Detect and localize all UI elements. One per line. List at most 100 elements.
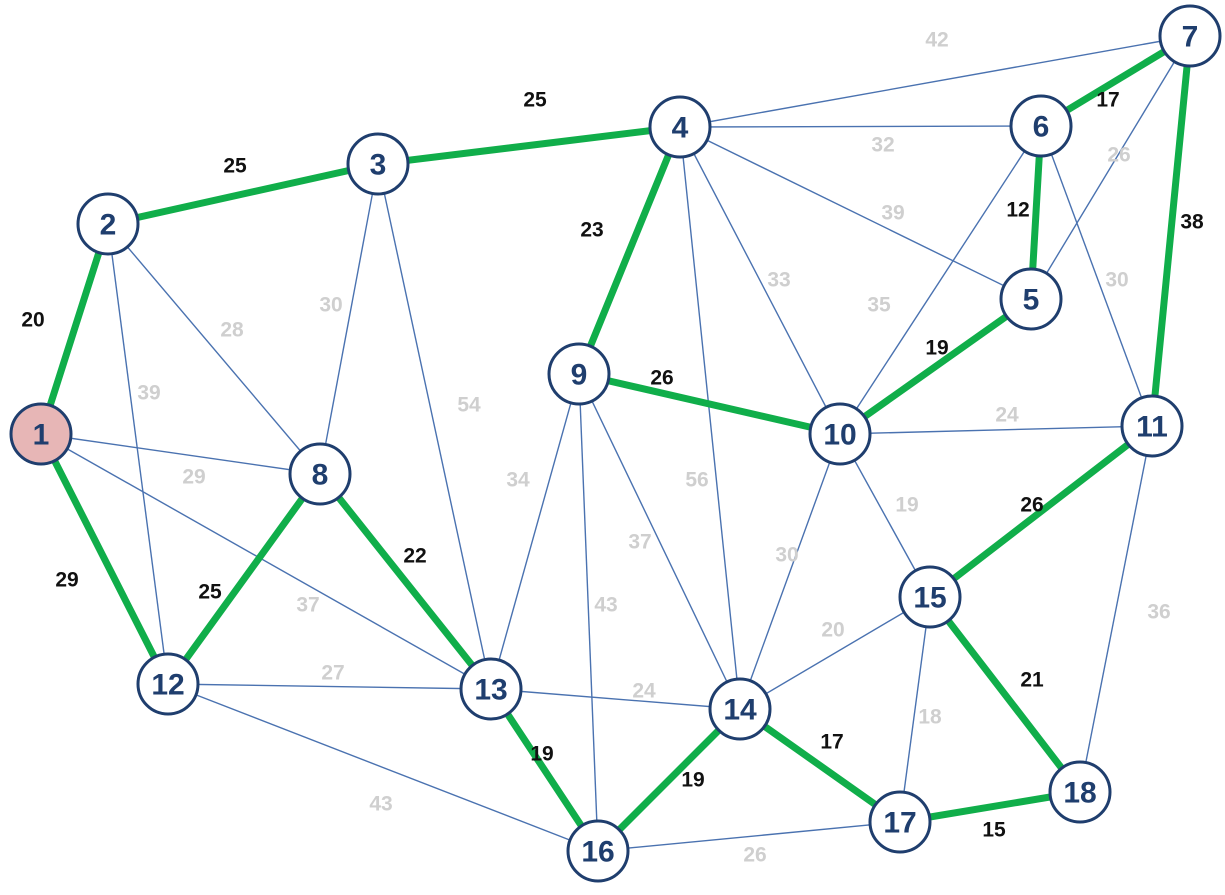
node-circle-4 [648, 95, 712, 159]
tree-edge-9-10 [575, 370, 844, 438]
edge-weight-3-13: 54 [457, 394, 481, 417]
node-15: 15 [898, 565, 962, 629]
edge-6-11 [1040, 125, 1153, 427]
node-circle-1 [9, 402, 73, 466]
node-circle-7 [1158, 4, 1222, 68]
edge-weight-10-11: 24 [995, 404, 1019, 427]
edge-weight-10-14: 30 [775, 544, 798, 567]
node-circle-8 [288, 442, 352, 506]
edge-2-8 [107, 223, 321, 475]
node-9: 9 [547, 342, 611, 406]
edge-13-14 [490, 688, 741, 710]
edge-15-14 [739, 596, 931, 710]
node-7: 7 [1158, 4, 1222, 68]
edge-1-13 [40, 433, 492, 690]
edge-12-16 [167, 683, 599, 852]
edge-weight-16-17: 26 [743, 844, 766, 867]
tree-edge-16-14 [594, 705, 744, 855]
node-13: 13 [459, 657, 523, 721]
edge-4-14 [679, 126, 741, 710]
node-12: 12 [136, 652, 200, 716]
edge-weight-10-5: 19 [925, 337, 948, 360]
spanning-tree-edges [37, 32, 1194, 855]
node-10: 10 [808, 402, 872, 466]
node-4: 4 [648, 95, 712, 159]
edge-weight-9-10: 26 [650, 367, 673, 390]
tree-edge-4-9 [575, 123, 684, 378]
tree-edge-3-4 [374, 123, 684, 168]
edge-weight-7-5: 26 [1107, 144, 1130, 167]
node-circle-12 [136, 652, 200, 716]
edge-10-11 [839, 425, 1153, 435]
node-label-1: 1 [33, 419, 50, 452]
node-label-15: 15 [913, 582, 946, 615]
tree-edge-1-12 [37, 430, 172, 688]
tree-edge-11-15 [926, 422, 1156, 601]
node-circle-9 [547, 342, 611, 406]
edge-weight-13-16: 19 [530, 743, 553, 766]
node-label-16: 16 [581, 836, 614, 869]
node-label-7: 7 [1182, 21, 1199, 54]
node-circle-15 [898, 565, 962, 629]
node-6: 6 [1009, 94, 1073, 158]
edge-weight-4-5: 39 [881, 202, 904, 225]
edge-weight-12-13: 27 [321, 662, 344, 685]
edge-12-13 [167, 683, 492, 690]
tree-edge-2-3 [104, 160, 382, 228]
edge-weight-1-2: 20 [21, 309, 44, 332]
edge-weight-12-16: 43 [369, 793, 392, 816]
edge-2-12 [107, 223, 169, 685]
node-label-10: 10 [823, 419, 856, 452]
edge-weight-9-16: 43 [594, 594, 617, 617]
edge-7-5 [1030, 35, 1191, 300]
edge-9-14 [578, 373, 741, 710]
edge-weight-14-17: 17 [820, 731, 843, 754]
edge-weight-4-7: 42 [925, 29, 948, 52]
node-label-14: 14 [723, 694, 757, 727]
edge-weight-2-12: 39 [137, 382, 160, 405]
edge-15-17 [899, 596, 931, 823]
node-circle-14 [708, 677, 772, 741]
node-circle-5 [999, 267, 1063, 331]
edge-weight-6-7: 17 [1096, 89, 1119, 112]
edge-weight-3-8: 30 [319, 294, 342, 317]
node-8: 8 [288, 442, 352, 506]
node-17: 17 [868, 790, 932, 854]
edge-weight-2-3: 25 [223, 155, 247, 178]
node-1: 1 [9, 402, 73, 466]
tree-edge-1-2 [37, 220, 112, 438]
node-label-4: 4 [672, 112, 689, 145]
node-circle-17 [868, 790, 932, 854]
edge-9-16 [578, 373, 599, 852]
edge-10-14 [739, 433, 841, 710]
edge-4-10 [679, 126, 841, 435]
edge-weight-11-18: 36 [1147, 601, 1170, 624]
tree-edge-8-12 [164, 470, 324, 688]
tree-edge-8-13 [316, 470, 495, 693]
edge-weight-16-14: 19 [681, 769, 704, 792]
node-circle-2 [76, 192, 140, 256]
node-2: 2 [76, 192, 140, 256]
node-circle-13 [459, 657, 523, 721]
edge-weight-4-6: 32 [871, 134, 894, 157]
edge-4-6 [679, 125, 1042, 128]
edge-weight-10-15: 19 [895, 494, 918, 517]
tree-edge-14-17 [736, 705, 904, 826]
edge-weight-1-8: 29 [182, 466, 205, 489]
edge-weight-6-10: 35 [867, 294, 891, 317]
node-11: 11 [1120, 394, 1184, 458]
node-18: 18 [1048, 760, 1112, 824]
node-label-9: 9 [571, 359, 588, 392]
node-circle-10 [808, 402, 872, 466]
edge-16-17 [597, 821, 901, 852]
node-label-8: 8 [312, 459, 329, 492]
edge-weight-3-4: 25 [523, 89, 547, 112]
edge-weight-17-18: 15 [982, 819, 1006, 842]
edge-11-18 [1079, 425, 1153, 793]
edge-weight-4-9: 23 [580, 219, 603, 242]
edge-3-8 [319, 163, 379, 475]
graph-edges [40, 35, 1191, 852]
edge-weight-4-10: 33 [767, 269, 790, 292]
